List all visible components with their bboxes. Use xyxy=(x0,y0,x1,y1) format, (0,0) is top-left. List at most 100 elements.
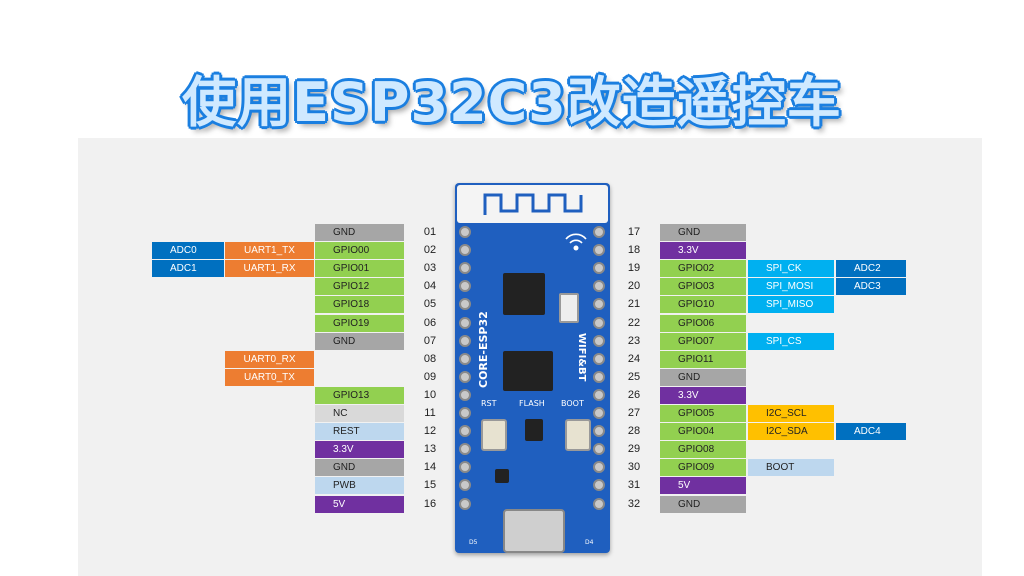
pin-number: 12 xyxy=(423,425,437,438)
antenna-trace-icon xyxy=(483,193,583,215)
pin-name-cell: GPIO12 xyxy=(315,278,404,296)
header-pad xyxy=(459,388,471,401)
header-pad xyxy=(459,352,471,365)
pin-name-cell: GPIO01 xyxy=(315,260,404,278)
pin-adc-cell: ADC1 xyxy=(152,260,224,278)
pin-number: 16 xyxy=(423,497,437,510)
pin-number: 14 xyxy=(423,461,437,474)
pin-function-cell: I2C_SDA xyxy=(748,423,834,441)
pin-function-cell: SPI_MOSI xyxy=(748,278,834,296)
pin-number: 18 xyxy=(627,244,641,257)
pin-function-cell: I2C_SCL xyxy=(748,405,834,422)
pin-number: 13 xyxy=(423,443,437,456)
pin-name-cell: 3.3V xyxy=(660,386,746,404)
header-pad xyxy=(459,461,471,474)
header-pad xyxy=(593,226,605,238)
pin-name-cell: GND xyxy=(660,495,746,513)
header-pad xyxy=(459,370,471,383)
rst-label: RST xyxy=(481,399,497,408)
pin-function-cell: SPI_CS xyxy=(748,332,834,350)
d4-label: D4 xyxy=(585,539,594,546)
header-pad xyxy=(593,407,605,419)
pin-function-cell: UART1_TX xyxy=(225,242,314,260)
header-pad xyxy=(459,262,471,275)
pin-name-cell: PWB xyxy=(315,477,404,495)
header-pad xyxy=(459,425,471,438)
pin-name-cell: NC xyxy=(315,405,404,422)
pin-name-cell: GPIO09 xyxy=(660,459,746,477)
flash-label: FLASH xyxy=(519,399,545,408)
pin-name-cell: 3.3V xyxy=(660,242,746,260)
header-pad xyxy=(593,370,605,383)
pin-number: 11 xyxy=(424,407,436,419)
antenna-area xyxy=(457,185,608,223)
wifi-bt-label: WIFI&BT xyxy=(576,333,587,382)
pin-number: 25 xyxy=(627,370,641,383)
pin-number: 32 xyxy=(627,497,641,510)
header-pad xyxy=(459,443,471,456)
header-pad xyxy=(593,461,605,474)
pin-number: 30 xyxy=(627,461,641,474)
pin-name-cell: GPIO06 xyxy=(660,314,746,332)
pin-name-cell: GND xyxy=(315,332,404,350)
pin-adc-cell: ADC4 xyxy=(836,423,906,441)
pin-number: 09 xyxy=(423,370,437,383)
pin-name-cell: GPIO03 xyxy=(660,278,746,296)
pin-name-cell: 5V xyxy=(315,495,404,513)
pin-name-cell: GPIO19 xyxy=(315,314,404,332)
pin-number: 05 xyxy=(423,298,437,311)
pin-function-cell: SPI_CK xyxy=(748,260,834,278)
header-pad xyxy=(593,244,605,257)
crystal xyxy=(559,293,579,323)
pin-number: 19 xyxy=(627,262,641,275)
pin-number: 26 xyxy=(627,388,641,401)
header-pad xyxy=(459,280,471,293)
pin-name-cell: GPIO02 xyxy=(660,260,746,278)
header-pad xyxy=(459,298,471,311)
pin-name-cell: 3.3V xyxy=(315,441,404,459)
header-pad xyxy=(593,298,605,311)
d5-label: D5 xyxy=(469,539,478,546)
pin-number: 07 xyxy=(423,334,437,347)
header-pad xyxy=(593,280,605,293)
pin-name-cell: GND xyxy=(660,368,746,386)
pin-function-cell: SPI_MISO xyxy=(748,296,834,314)
pin-number: 08 xyxy=(423,352,437,365)
rst-button xyxy=(481,419,507,451)
pin-number: 23 xyxy=(627,334,641,347)
pin-function-cell: UART0_RX xyxy=(225,350,314,368)
boot-label: BOOT xyxy=(561,399,584,408)
header-pad xyxy=(459,316,471,329)
wifi-icon xyxy=(565,233,587,251)
usb-c-port xyxy=(503,509,565,553)
pin-number: 27 xyxy=(627,407,641,419)
header-pad xyxy=(593,262,605,275)
header-pad xyxy=(459,244,471,257)
pin-name-cell: GPIO10 xyxy=(660,296,746,314)
pin-name-cell: REST xyxy=(315,423,404,441)
pin-adc-cell: ADC2 xyxy=(836,260,906,278)
header-pad xyxy=(593,425,605,438)
header-pad xyxy=(593,479,605,492)
pin-name-cell: GPIO07 xyxy=(660,332,746,350)
pin-name-cell: GPIO13 xyxy=(315,386,404,404)
pin-name-cell: GPIO05 xyxy=(660,405,746,422)
pin-name-cell: GPIO00 xyxy=(315,242,404,260)
header-pad xyxy=(459,497,471,510)
boot-button xyxy=(565,419,591,451)
pin-number: 02 xyxy=(423,244,437,257)
pin-name-cell: GPIO18 xyxy=(315,296,404,314)
pin-number: 10 xyxy=(423,388,437,401)
pin-number: 20 xyxy=(627,280,641,293)
pin-number: 04 xyxy=(423,280,437,293)
pin-adc-cell: ADC0 xyxy=(152,242,224,260)
header-pad xyxy=(593,388,605,401)
pin-number: 29 xyxy=(627,443,641,456)
header-pad xyxy=(593,334,605,347)
board-name-label: CORE-ESP32 xyxy=(477,311,490,388)
pin-number: 31 xyxy=(627,479,641,492)
pin-function-cell: UART1_RX xyxy=(225,260,314,278)
pin-number: 28 xyxy=(627,425,641,438)
pin-number: 21 xyxy=(627,298,641,311)
header-pad xyxy=(459,226,471,238)
